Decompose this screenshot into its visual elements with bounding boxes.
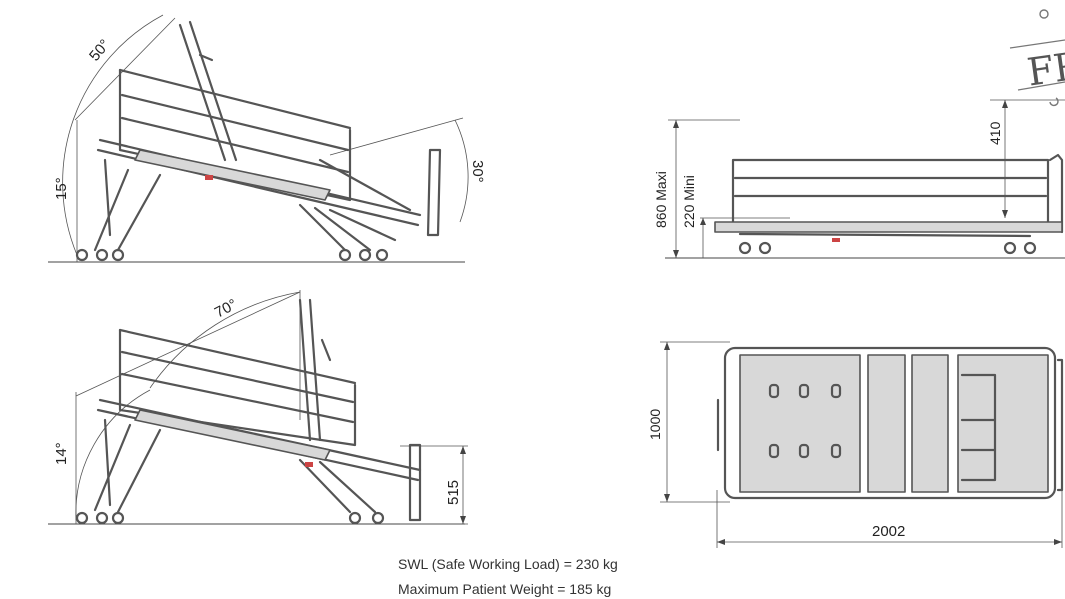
stamp-logo: FR [1009, 9, 1065, 107]
max-patient-weight-text: Maximum Patient Weight = 185 kg [398, 581, 612, 597]
max-tilt-bed-view: 70° 14° 515 [48, 290, 468, 525]
side-elevation-view: 860 Maxi 220 Mini 410 [653, 99, 1065, 259]
height-max-label: 860 Maxi [653, 171, 669, 228]
legrest-angle-label-30: 30° [469, 160, 486, 183]
low-height-label-515: 515 [445, 480, 462, 505]
backrest-angle-label-70: 70° [212, 296, 240, 322]
top-plan-view: 1000 2002 [647, 341, 1064, 548]
width-label-1000: 1000 [647, 409, 663, 440]
side-bed-frame [714, 153, 1064, 255]
length-label-2002: 2002 [872, 523, 905, 540]
max-tilt-bed-frame [75, 298, 422, 525]
stamp-text: FR [1024, 43, 1065, 94]
rail-height-label-410: 410 [987, 121, 1003, 145]
backrest-angle-label-50: 50° [86, 36, 114, 64]
height-min-label: 220 Mini [681, 175, 697, 228]
tilted-bed-frame [75, 20, 442, 262]
swl-spec-text: SWL (Safe Working Load) = 230 kg [398, 556, 618, 572]
tilted-bed-view: 50° 15° 30° [48, 14, 486, 263]
top-bed-frame [716, 346, 1064, 500]
tilt-angle-label-14: 14° [53, 442, 70, 465]
tilt-angle-label-15: 15° [53, 177, 70, 200]
